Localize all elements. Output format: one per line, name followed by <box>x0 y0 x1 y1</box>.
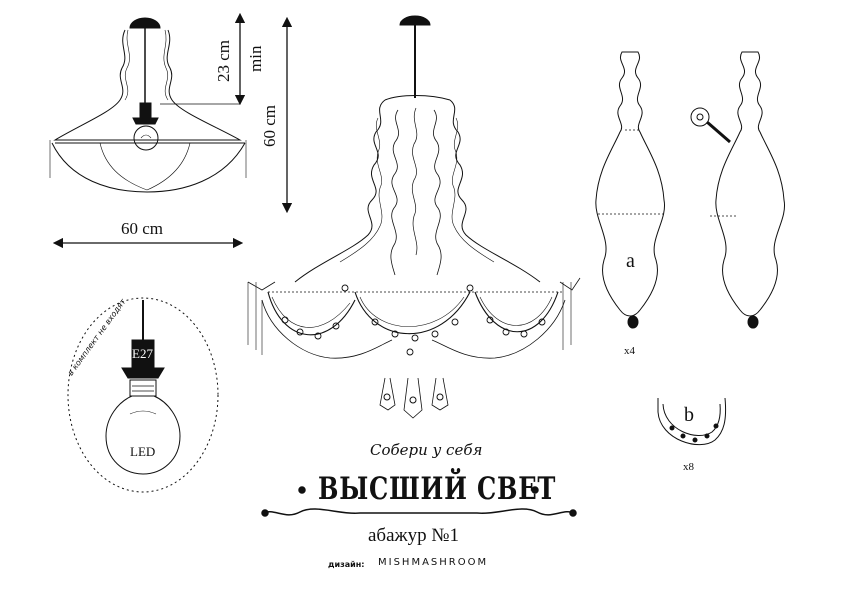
bulb-label: LED <box>130 444 156 459</box>
width-label: 60 cm <box>121 219 164 238</box>
dimension-lines <box>52 12 293 249</box>
subtitle: Собери у себя <box>370 441 483 459</box>
socket-label: E27 <box>132 346 153 361</box>
part-a-quantity: x4 <box>624 345 635 357</box>
product-title: ВЫСШИЙ СВЕТ <box>318 471 557 507</box>
part-b-letter: b <box>684 404 694 426</box>
height-label: 60 cm <box>260 104 279 147</box>
side-view-drawing <box>49 17 247 193</box>
bulb-detail <box>67 297 219 493</box>
drop-value-label: 23 cm <box>214 39 233 82</box>
part-a-templates <box>595 51 786 329</box>
bulb-glass <box>105 395 181 475</box>
part-b-quantity: x8 <box>683 461 694 473</box>
designer-name: MISHMASHROOM <box>378 557 489 568</box>
title-flourish <box>261 486 577 517</box>
chain-links <box>281 284 546 356</box>
chandelier-drawing <box>247 15 581 419</box>
drop-min-label: min <box>246 45 265 72</box>
part-a-letter: a <box>626 250 635 272</box>
part-b-template <box>657 397 727 446</box>
shade-name: абажур №1 <box>368 525 460 546</box>
design-label: дизайн: <box>328 560 365 569</box>
bulb-detail-dashed-border <box>67 297 219 493</box>
